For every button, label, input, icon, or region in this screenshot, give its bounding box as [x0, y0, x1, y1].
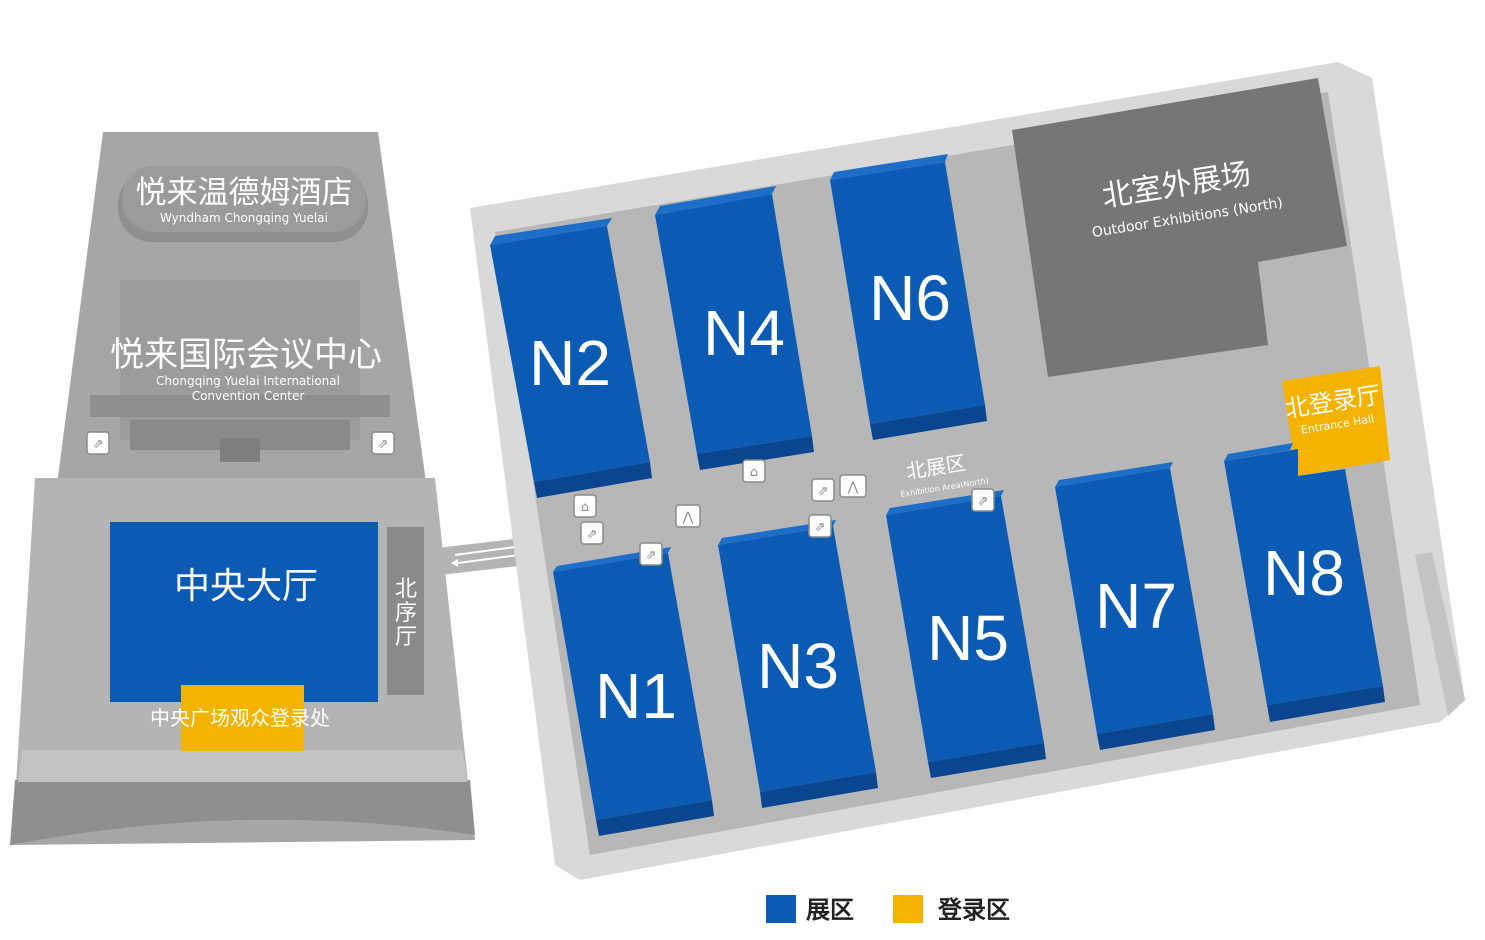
hall-n7[interactable]: N7: [1055, 462, 1215, 750]
legend-registration-swatch: [893, 895, 923, 923]
central-hall-name: 中央大厅: [174, 566, 318, 607]
escalator-icon[interactable]: ⇗: [639, 542, 663, 566]
svg-text:⇗: ⇗: [93, 437, 104, 452]
hall-n7-label: N7: [1095, 570, 1177, 642]
convention-center-name-en-2: Convention Center: [192, 389, 305, 403]
legend-exhibition-swatch: [766, 895, 796, 923]
escalator-icon[interactable]: ⇗: [86, 431, 110, 455]
convention-center-name-en-1: Chongqing Yuelai International: [156, 374, 340, 388]
escalator-icon[interactable]: ⇗: [371, 431, 395, 455]
svg-text:⇗: ⇗: [978, 494, 989, 509]
convention-center-name-cn: 悦来国际会议中心: [110, 335, 382, 375]
restroom-icon[interactable]: ⌂: [742, 459, 766, 483]
svg-text:⋀: ⋀: [847, 480, 859, 495]
legend-registration-label: 登录区: [937, 896, 1010, 924]
hall-n3[interactable]: N3: [718, 520, 878, 808]
hall-n2[interactable]: N2: [490, 218, 652, 498]
convention-center[interactable]: 悦来国际会议中心 Chongqing Yuelai International …: [110, 335, 382, 403]
hall-n1-label: N1: [595, 660, 677, 732]
hotel-name-en: Wyndham Chongqing Yuelai: [160, 211, 328, 225]
hall-n3-label: N3: [757, 630, 839, 702]
svg-text:⇗: ⇗: [818, 484, 829, 499]
escalator-icon[interactable]: ⇗: [971, 488, 995, 512]
svg-text:⇗: ⇗: [587, 527, 598, 542]
north-foyer[interactable]: 北 序 厅: [387, 527, 424, 695]
legend: 展区 登录区: [766, 895, 1010, 924]
hall-n5-label: N5: [927, 602, 1009, 674]
food-icon[interactable]: ⋀: [839, 474, 867, 498]
hall-n6[interactable]: N6: [830, 154, 987, 440]
outdoor-exhibitions[interactable]: 北室外展场 Outdoor Exhibitions (North): [1012, 78, 1347, 377]
hotel-name-cn: 悦来温德姆酒店: [136, 175, 353, 211]
hall-n4-label: N4: [703, 297, 785, 369]
svg-text:⌂: ⌂: [750, 465, 758, 480]
north-foyer-char-3: 厅: [395, 625, 417, 650]
entrance-hall[interactable]: 北登录厅 Entrance Hall: [1282, 366, 1390, 476]
plaza-registration[interactable]: 中央广场观众登录处: [150, 685, 330, 751]
food-icon[interactable]: ⋀: [675, 504, 701, 528]
hall-n2-label: N2: [529, 327, 611, 399]
side-walkway: [1415, 552, 1465, 716]
escalator-icon[interactable]: ⇗: [808, 514, 832, 538]
svg-text:⇗: ⇗: [378, 437, 389, 452]
svg-text:⌂: ⌂: [581, 500, 589, 515]
central-hall[interactable]: 中央大厅: [110, 522, 378, 702]
svg-text:⇗: ⇗: [815, 520, 826, 535]
restroom-icon[interactable]: ⌂: [573, 494, 597, 518]
plaza-registration-name: 中央广场观众登录处: [150, 706, 330, 730]
escalator-icon[interactable]: ⇗: [811, 478, 835, 502]
svg-text:⋀: ⋀: [682, 510, 694, 525]
hall-n8-label: N8: [1263, 537, 1345, 609]
escalator-icon[interactable]: ⇗: [580, 521, 604, 545]
hall-n5[interactable]: N5: [886, 490, 1046, 778]
svg-text:⇗: ⇗: [646, 548, 657, 563]
north-foyer-char-2: 序: [395, 601, 417, 626]
north-foyer-char-1: 北: [395, 577, 417, 602]
legend-exhibition-label: 展区: [806, 896, 854, 924]
hall-n8[interactable]: N8: [1224, 443, 1385, 722]
hall-n4[interactable]: N4: [655, 186, 814, 470]
hall-n6-label: N6: [869, 262, 951, 334]
hotel[interactable]: 悦来温德姆酒店 Wyndham Chongqing Yuelai: [118, 166, 368, 242]
